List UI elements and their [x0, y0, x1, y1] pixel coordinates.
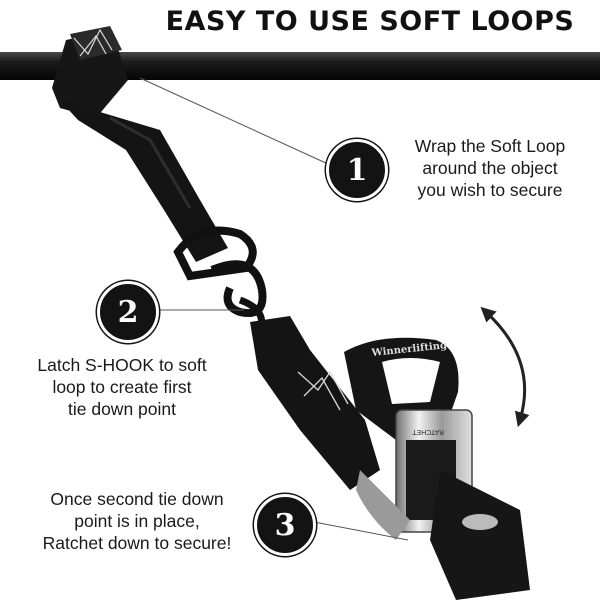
- step-3-line: Ratchet down to secure!: [42, 533, 232, 553]
- step-1-line: you wish to secure: [417, 180, 563, 200]
- step-2-text: Latch S-HOOK to soft loop to create firs…: [22, 354, 222, 420]
- strap-marking: RATCHET: [412, 428, 444, 436]
- step-1-line: around the object: [422, 158, 558, 178]
- ratchet: Winnerlifting RATCHET: [344, 337, 530, 600]
- step-3-line: Once second tie down: [50, 489, 224, 509]
- page-title: EASY TO USE SOFT LOOPS: [165, 6, 575, 37]
- step-1-line: Wrap the Soft Loop: [414, 136, 566, 156]
- lower-strap: [250, 316, 380, 490]
- step-2-badge: 2: [97, 281, 159, 343]
- rotate-arrow-icon: [480, 306, 530, 428]
- step-1-text: Wrap the Soft Loop around the object you…: [395, 135, 585, 201]
- callout-line-1: [139, 77, 329, 165]
- step-3-line: point is in place,: [74, 511, 200, 531]
- step-1-badge: 1: [326, 139, 388, 201]
- soft-loop: [52, 26, 228, 262]
- step-3-text: Once second tie down point is in place, …: [22, 488, 252, 554]
- step-2-line: Latch S-HOOK to soft: [37, 355, 207, 375]
- step-2-line: tie down point: [68, 399, 176, 419]
- step-2-line: loop to create first: [52, 377, 192, 397]
- callout-line-3: [313, 521, 409, 541]
- step-3-badge: 3: [254, 494, 316, 556]
